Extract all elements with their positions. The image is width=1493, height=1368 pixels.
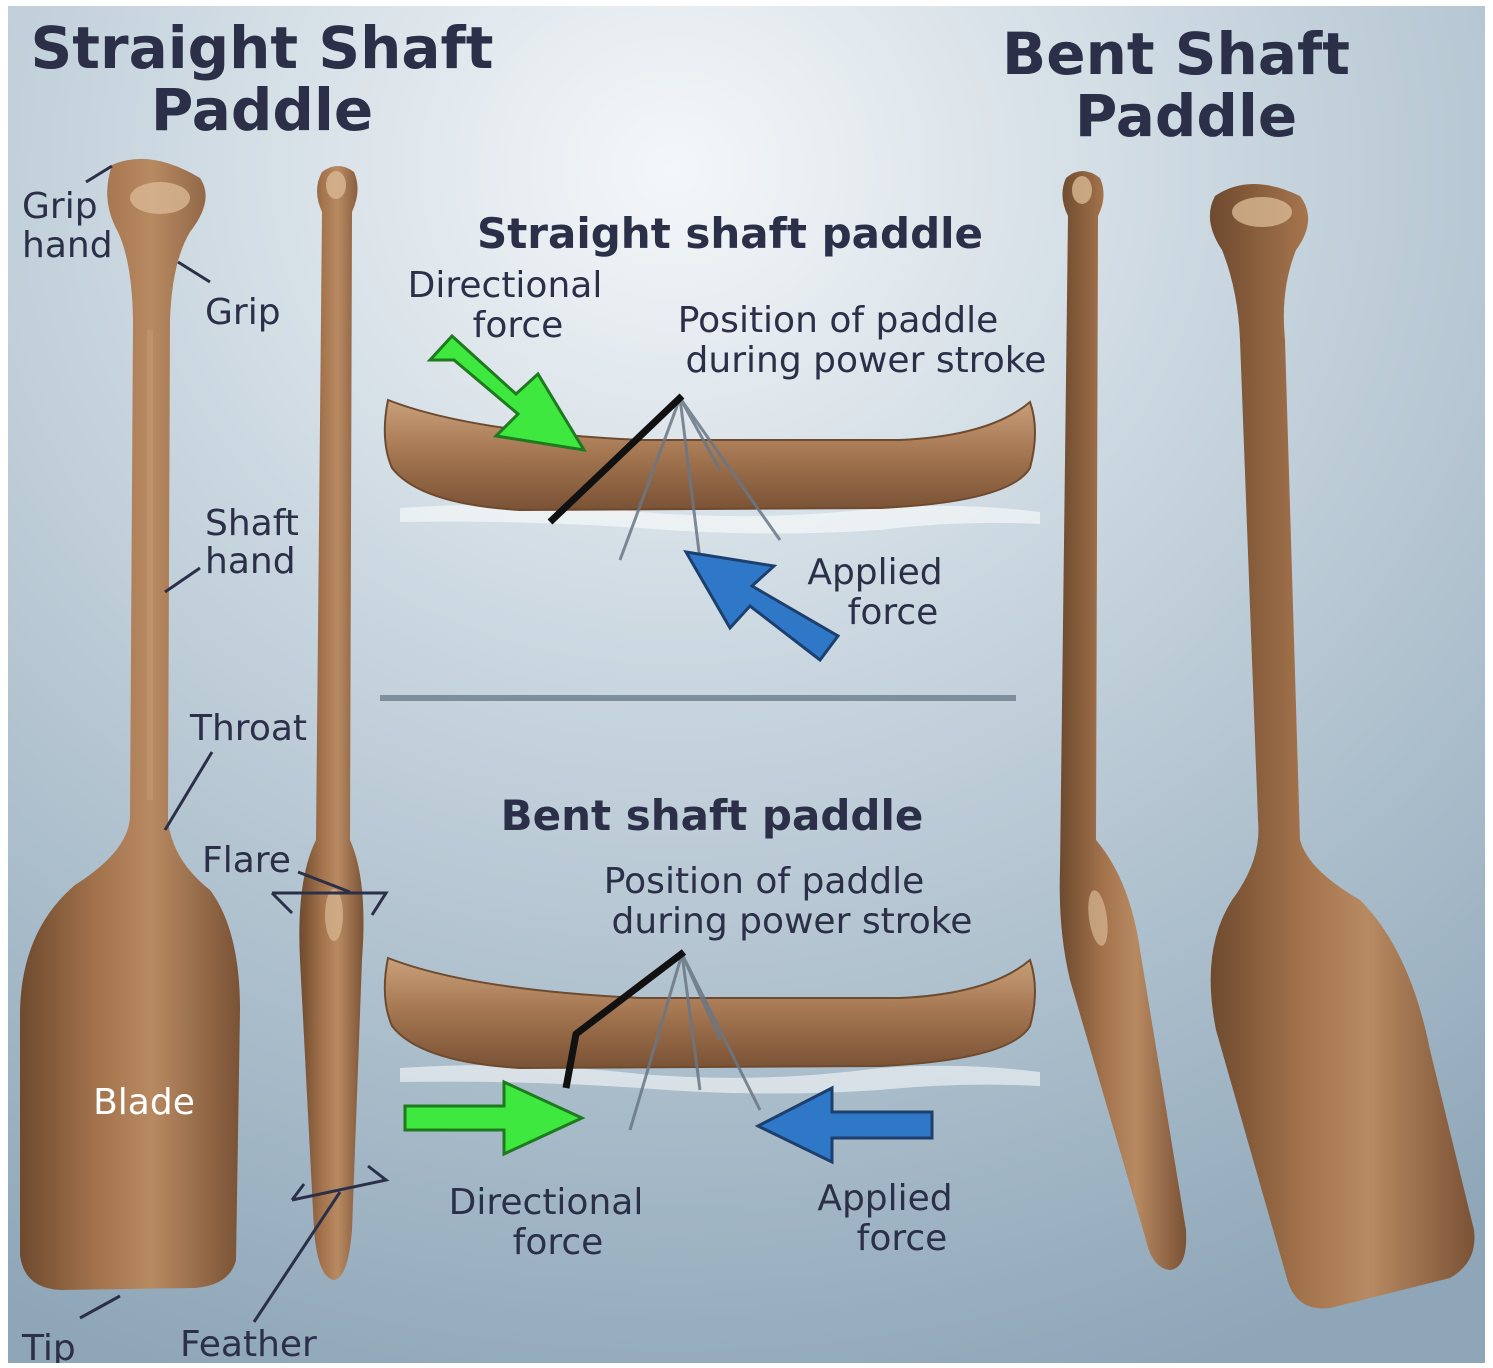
label-grip: Grip	[205, 292, 281, 333]
bent-position-2: during power stroke	[612, 901, 973, 942]
label-shaft-hand-1: Shaft	[205, 503, 299, 544]
straight-directional-2: force	[473, 305, 564, 346]
straight-position-1: Position of paddle	[678, 300, 999, 341]
straight-diagram-title: Straight shaft paddle	[477, 209, 983, 258]
label-throat: Throat	[189, 708, 307, 749]
label-flare: Flare	[202, 840, 291, 881]
label-blade: Blade	[93, 1082, 195, 1123]
label-shaft-hand-2: hand	[205, 541, 296, 582]
bent-diagram-title: Bent shaft paddle	[501, 791, 924, 840]
straight-directional-1: Directional	[408, 265, 603, 306]
bent-applied-2: force	[857, 1218, 948, 1259]
right-title-line2: Paddle	[1075, 82, 1297, 150]
label-grip-hand-2: hand	[22, 225, 113, 266]
label-tip: Tip	[21, 1328, 76, 1363]
right-title-line1: Bent Shaft	[1002, 20, 1350, 88]
straight-applied-2: force	[848, 592, 939, 633]
left-title-line1: Straight Shaft	[30, 14, 493, 82]
left-title-line2: Paddle	[151, 76, 373, 144]
bent-directional-2: force	[513, 1222, 604, 1263]
straight-position-2: during power stroke	[686, 340, 1047, 381]
bent-applied-1: Applied	[817, 1178, 952, 1219]
label-feather: Feather	[180, 1324, 317, 1363]
label-grip-hand-1: Grip	[22, 186, 98, 227]
bent-directional-1: Directional	[449, 1182, 644, 1223]
straight-applied-1: Applied	[807, 552, 942, 593]
bent-position-1: Position of paddle	[604, 861, 925, 902]
